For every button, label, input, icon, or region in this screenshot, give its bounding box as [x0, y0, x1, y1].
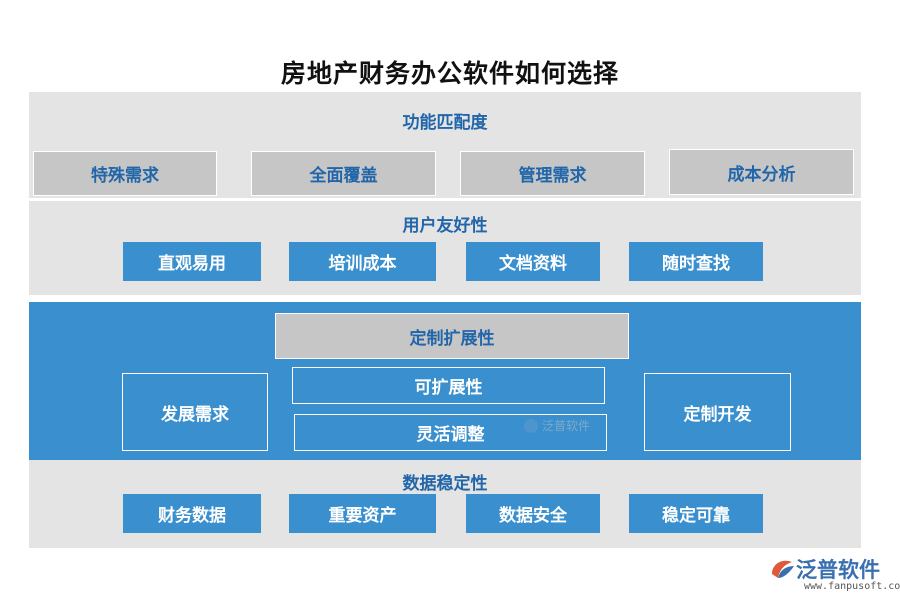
page-title: 房地产财务办公软件如何选择 — [280, 59, 619, 88]
customization-left-development: 发展需求 — [122, 373, 268, 451]
user-item-intuitive: 直观易用 — [123, 242, 261, 281]
function-item-management: 管理需求 — [460, 151, 645, 196]
user-item-lookup: 随时查找 — [629, 242, 763, 281]
user-item-docs: 文档资料 — [466, 242, 600, 281]
customization-title: 定制扩展性 — [275, 313, 629, 359]
watermark-logo-icon — [524, 418, 538, 433]
function-item-cost: 成本分析 — [669, 149, 854, 195]
brand-logo: 泛普软件 www.fanpusoft.com — [768, 554, 900, 598]
data-item-security: 数据安全 — [466, 494, 600, 533]
watermark: 泛普软件 — [524, 417, 590, 434]
fanpu-logo-icon — [772, 560, 794, 578]
data-item-reliable: 稳定可靠 — [629, 494, 763, 533]
customization-right-custom-dev: 定制开发 — [644, 373, 791, 451]
user-item-training: 培训成本 — [289, 242, 436, 281]
data-stability-title: 数据稳定性 — [402, 474, 488, 494]
watermark-text: 泛普软件 — [542, 419, 591, 433]
data-item-assets: 重要资产 — [289, 494, 436, 533]
customization-center-flexibility: 灵活调整 — [294, 414, 607, 451]
customization-center-scalability: 可扩展性 — [292, 367, 605, 404]
data-item-financial: 财务数据 — [123, 494, 261, 533]
logo-name: 泛普软件 — [796, 558, 880, 582]
function-item-coverage: 全面覆盖 — [251, 151, 436, 196]
function-match-title: 功能匹配度 — [402, 113, 488, 133]
user-friendly-title: 用户友好性 — [402, 216, 488, 236]
logo-url: www.fanpusoft.com — [804, 581, 900, 592]
function-item-special: 特殊需求 — [33, 151, 217, 196]
